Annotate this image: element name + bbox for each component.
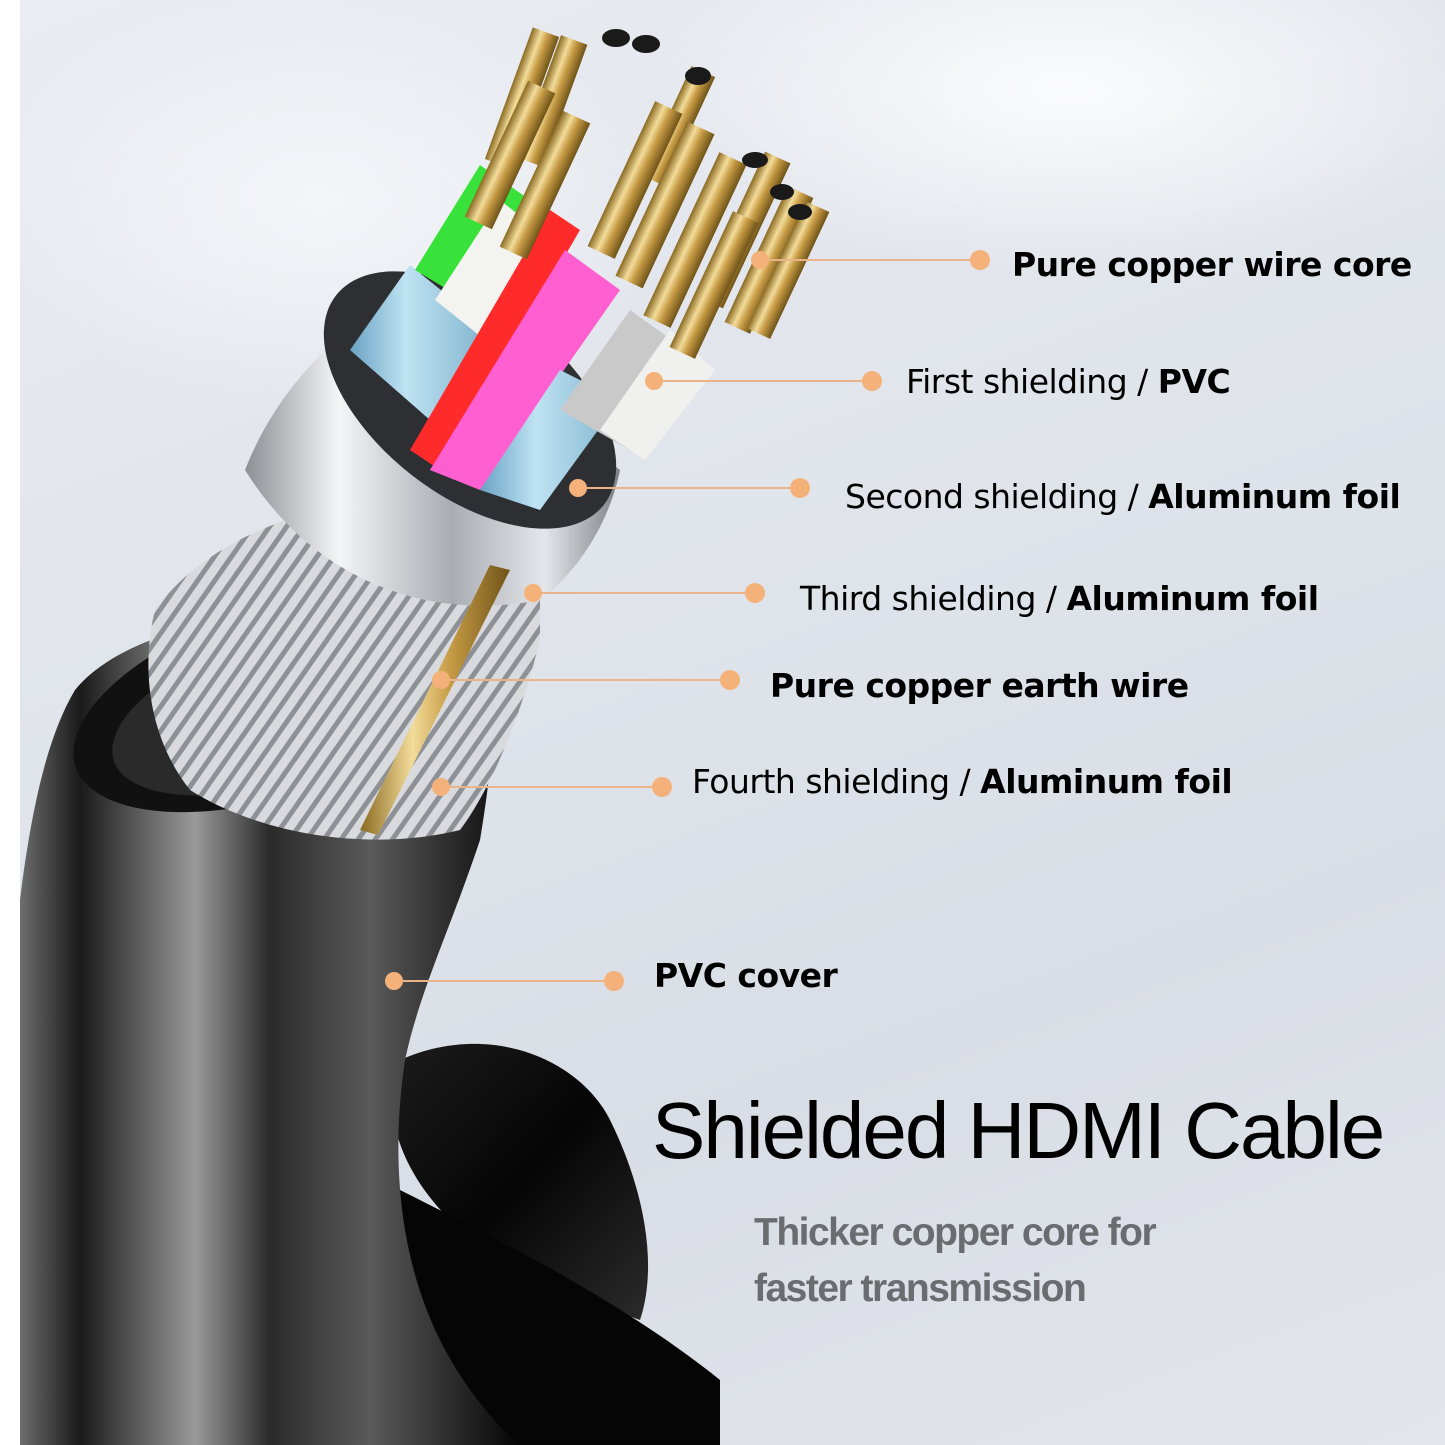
cable-loop-front <box>378 1180 720 1445</box>
copper-conductors <box>464 27 830 359</box>
callout-leaders <box>385 250 990 991</box>
callout-second-shielding: Second shielding / Aluminum foil <box>845 477 1401 516</box>
callout-first-shielding: First shielding / PVC <box>906 362 1231 401</box>
callout-pure-copper-wire-core: Pure copper wire core <box>1012 245 1412 284</box>
subtitle-line-2: faster transmission <box>754 1267 1087 1310</box>
callout-pure-copper-earth-wire: Pure copper earth wire <box>770 666 1189 705</box>
cable-loop-back <box>392 1043 649 1320</box>
subtitle-line-1: Thicker copper core for <box>754 1211 1157 1254</box>
infographic-canvas: Pure copper wire core First shielding / … <box>20 0 1445 1445</box>
earth-wire <box>360 565 510 835</box>
callout-pvc-cover: PVC cover <box>654 956 838 995</box>
cable-illustration <box>20 27 990 1445</box>
callout-third-shielding: Third shielding / Aluminum foil <box>800 579 1319 618</box>
headline-title: Shielded HDMI Cable <box>652 1086 1385 1175</box>
headline-subtitle: Thicker copper core for faster transmiss… <box>754 1205 1157 1317</box>
callout-fourth-shielding: Fourth shielding / Aluminum foil <box>692 762 1233 801</box>
